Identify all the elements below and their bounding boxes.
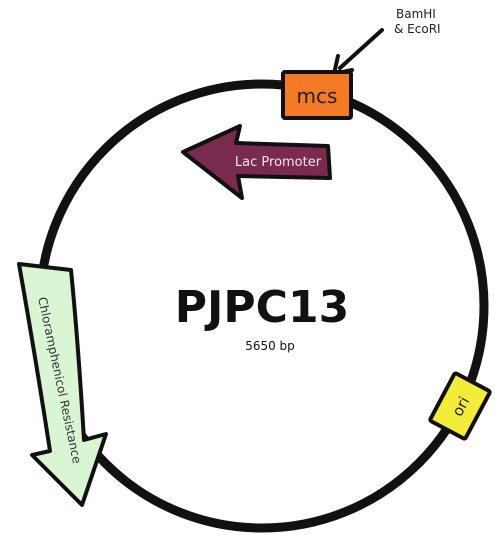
lac-promoter-label: Lac Promoter — [235, 155, 322, 170]
ori-feature: ori — [428, 371, 492, 441]
restriction-label-bamhi: BamHI — [396, 7, 436, 21]
mcs-feature: mcs — [281, 70, 353, 120]
restriction-label-ecori: & EcoRI — [394, 22, 441, 36]
restriction-arrow — [332, 28, 384, 76]
lac-promoter-feature: Lac Promoter — [181, 124, 332, 200]
mcs-label: mcs — [297, 84, 338, 108]
plasmid-name: PJPC13 — [175, 282, 349, 333]
chloramphenicol-feature: Chloramphenicol Resistance — [17, 262, 108, 507]
plasmid-size: 5650 bp — [245, 339, 295, 353]
